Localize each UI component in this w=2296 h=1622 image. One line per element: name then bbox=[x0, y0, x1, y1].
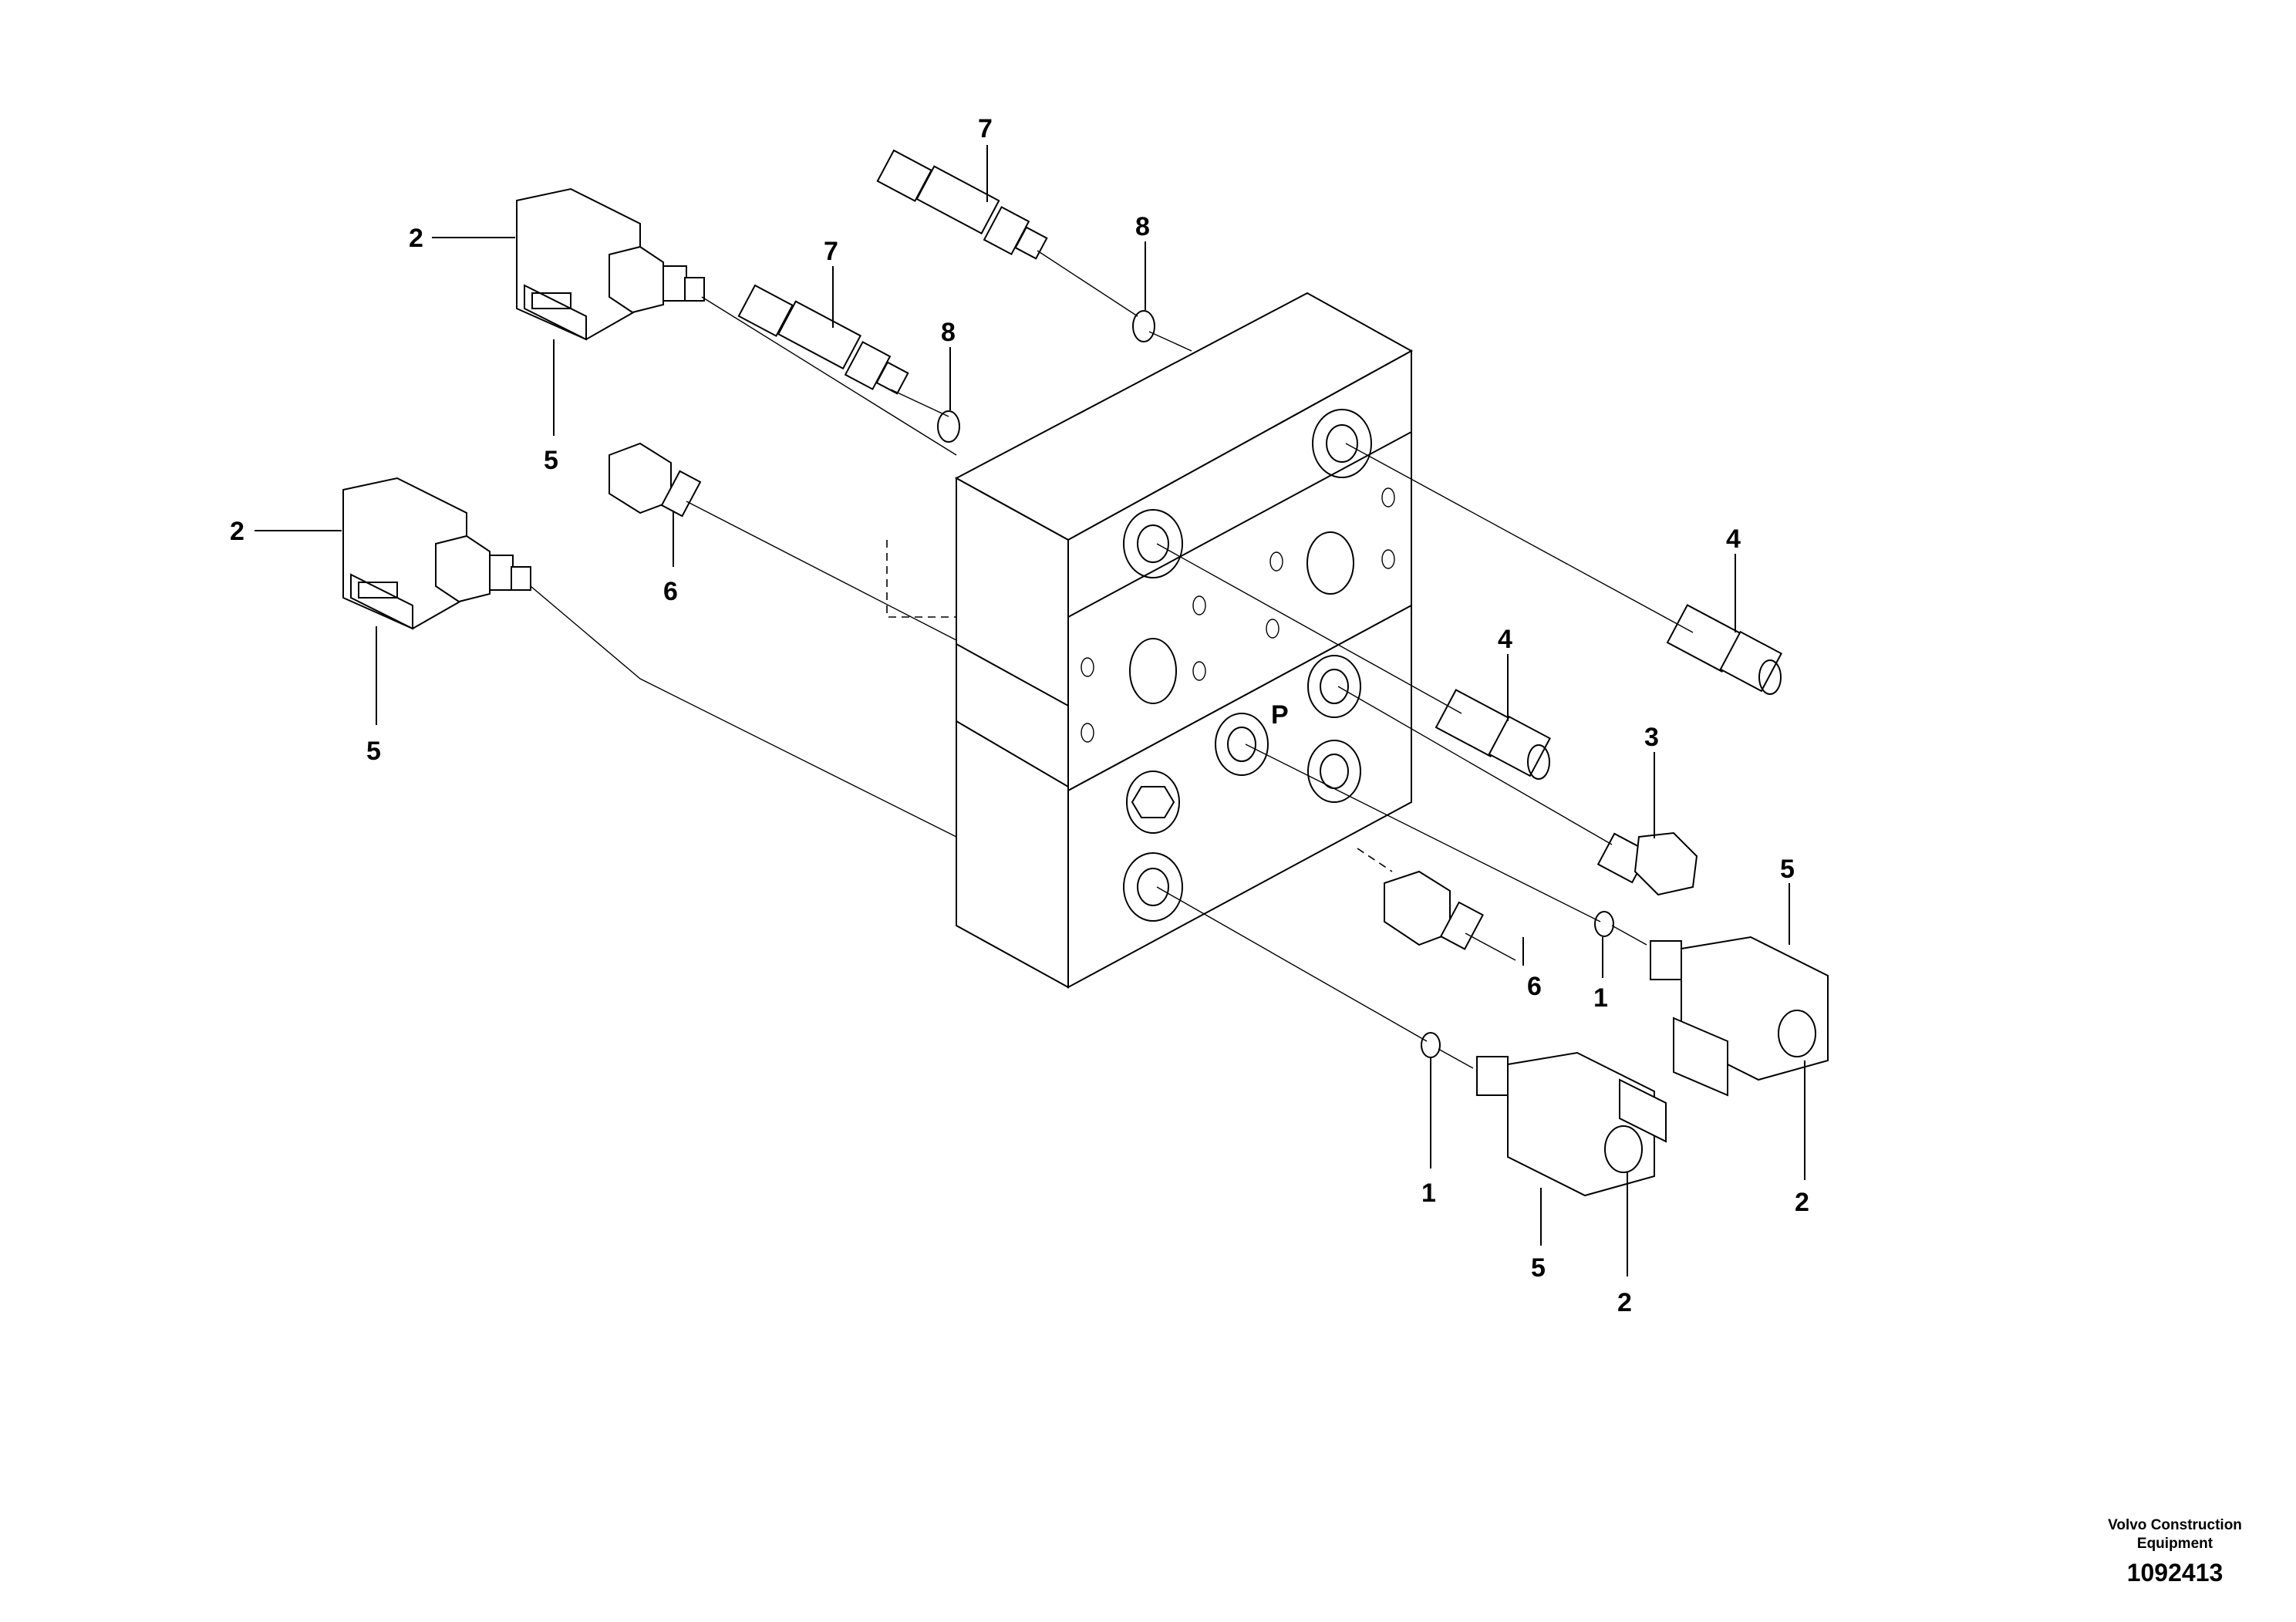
callout-7: 7 bbox=[978, 114, 993, 143]
callout-4: 4 bbox=[1498, 625, 1512, 654]
callout-leaders bbox=[255, 145, 1805, 1276]
callout-5: 5 bbox=[1780, 855, 1795, 884]
valve-block: P bbox=[886, 292, 1414, 989]
solenoid-valve-lower-right-upper bbox=[1650, 936, 1829, 1097]
callout-4: 4 bbox=[1726, 524, 1741, 554]
callout-8: 8 bbox=[1135, 212, 1150, 241]
callout-7: 7 bbox=[824, 237, 838, 266]
port-p-marking: P bbox=[1271, 700, 1289, 730]
document-number: 1092413 bbox=[2127, 1559, 2224, 1587]
callout-6: 6 bbox=[663, 577, 678, 606]
seal-lower bbox=[1421, 1032, 1441, 1058]
callout-2: 2 bbox=[409, 224, 423, 253]
assembly-lines bbox=[530, 250, 1694, 1069]
callout-3: 3 bbox=[1644, 723, 1659, 752]
callout-6: 6 bbox=[1527, 972, 1542, 1001]
o-ring-upper bbox=[1132, 310, 1155, 342]
callout-8: 8 bbox=[941, 318, 956, 347]
pressure-sensor-lower bbox=[737, 284, 909, 395]
solenoid-valve-mid-left bbox=[342, 477, 531, 630]
solenoid-valve-lower-right-lower bbox=[1476, 1051, 1667, 1197]
hex-plug bbox=[1596, 831, 1698, 896]
callout-1: 1 bbox=[1421, 1179, 1436, 1208]
o-ring-lower bbox=[937, 410, 960, 443]
relief-valve-center bbox=[1435, 689, 1551, 780]
callout-2: 2 bbox=[1617, 1288, 1632, 1317]
callout-5: 5 bbox=[366, 737, 381, 766]
footer-brand: Volvo Construction Equipment 1092413 bbox=[2108, 1517, 2242, 1587]
solenoid-valve-upper-left bbox=[516, 187, 705, 341]
plug-upper bbox=[609, 442, 702, 518]
callout-5: 5 bbox=[544, 446, 558, 475]
plug-lower bbox=[1384, 870, 1484, 950]
callout-2: 2 bbox=[230, 517, 244, 546]
brand-line-1: Volvo Construction bbox=[2108, 1517, 2242, 1533]
pressure-sensor-upper bbox=[876, 149, 1048, 260]
relief-valve-right bbox=[1666, 604, 1782, 695]
brand-line-2: Equipment bbox=[2137, 1536, 2213, 1552]
callout-labels: 2 5 2 5 7 8 7 8 6 4 4 3 5 6 1 2 1 5 2 bbox=[230, 114, 1809, 1317]
seal-upper bbox=[1594, 911, 1614, 937]
callout-5: 5 bbox=[1531, 1253, 1546, 1283]
callout-2: 2 bbox=[1795, 1188, 1809, 1217]
callout-1: 1 bbox=[1593, 983, 1608, 1013]
